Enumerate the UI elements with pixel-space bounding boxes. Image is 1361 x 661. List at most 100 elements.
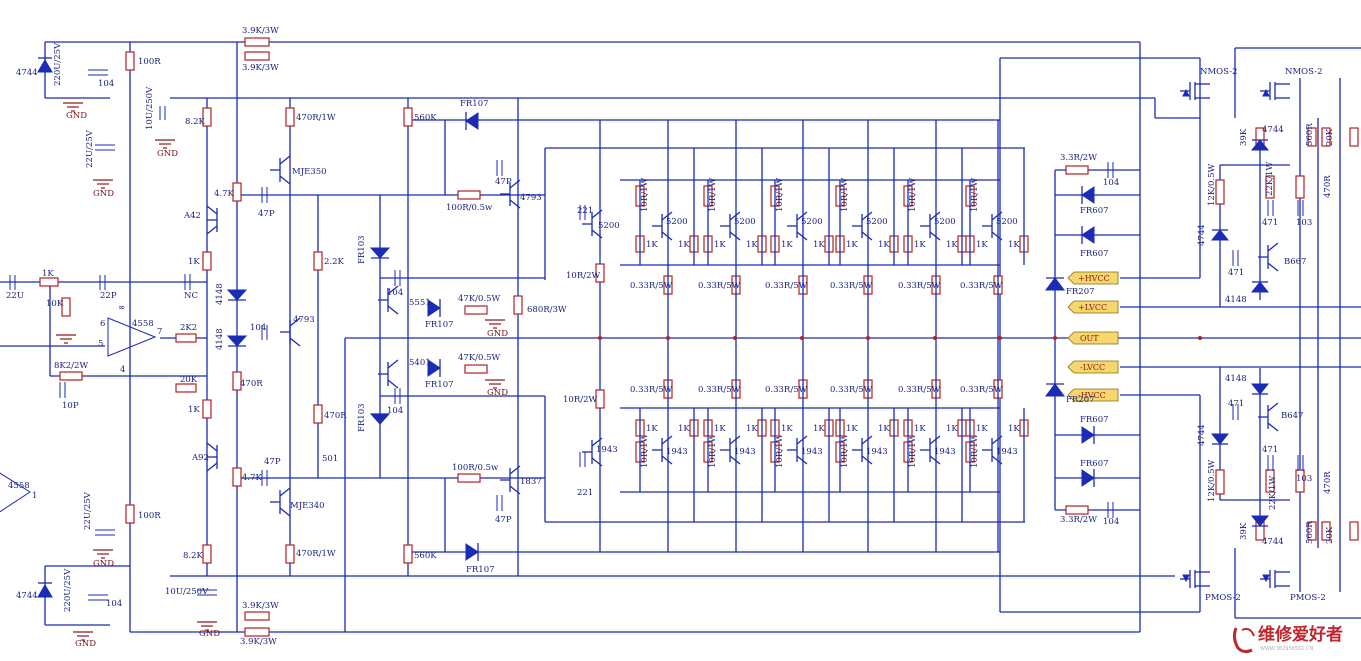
- r-1k-b-label: 1K: [1008, 240, 1020, 250]
- r-10r1w-label: 10R/1W: [840, 178, 850, 212]
- r-10r2w-top-label: 10R/2W: [566, 271, 600, 281]
- cap-10u-top-label: 10U/250V: [145, 86, 155, 130]
- r-33r-top-label: 3.3R/2W: [1060, 153, 1097, 163]
- c-10p-label: 10P: [62, 401, 79, 411]
- output-transistor-label: 1943: [801, 447, 823, 457]
- c-471-top-a-label: 471: [1262, 218, 1278, 228]
- r-82k-bot-label: 8.2K: [183, 551, 204, 561]
- r-1k-b-label: 1K: [678, 424, 690, 434]
- gnd-label-2: GND: [93, 189, 114, 199]
- opamp-infinity: ∞: [118, 303, 125, 313]
- r-470r-b-label: 470R: [324, 411, 347, 421]
- r-22k1w-top-label: 22K/1W: [1265, 162, 1275, 196]
- output-transistor-label: 5200: [996, 217, 1018, 227]
- r-emitter-label: 0.33R/5W: [898, 281, 941, 291]
- r-1k-a-label: 1K: [976, 240, 988, 250]
- r-emitter-label: 0.33R/5W: [898, 385, 941, 395]
- r-560r-top-label: 560R: [1305, 123, 1315, 146]
- watermark-logo: 维修爱好者 WWW.362956561.CN: [1232, 624, 1343, 654]
- r-1k-a-label: 1K: [714, 424, 726, 434]
- opamp-2-pin: 1: [32, 491, 37, 501]
- r-470r-bot-label: 470R: [1323, 471, 1333, 494]
- pot-501-label: 501: [322, 454, 338, 464]
- r-emitter-label: 0.33R/5W: [630, 385, 673, 395]
- opamps: [0, 317, 157, 513]
- r-1k-a-label: 1K: [646, 240, 658, 250]
- r-47k-top-label: 4.7K: [214, 189, 235, 199]
- cap-22u-top-label: 22U/25V: [85, 129, 95, 168]
- q-a42-label: A42: [183, 211, 201, 221]
- mosfets: [1180, 82, 1290, 588]
- cap-220u-bot-label: 220U/25V: [63, 568, 73, 612]
- r-2k2-label: 2K2: [180, 323, 197, 333]
- r-47k-a-label: 47K/0.5W: [458, 294, 501, 304]
- pmos-b-label: PMOS-2: [1290, 593, 1326, 603]
- q-5401-label: 5401: [409, 358, 431, 368]
- zener-4744-bot-b-label: 4744: [1197, 424, 1207, 446]
- zener-bot-label: 4744: [16, 591, 38, 601]
- c-47p-top-label: 47P: [258, 209, 275, 219]
- r-39k-top-a-label: 3.9K/3W: [242, 26, 279, 36]
- output-transistor-label: 5200: [866, 217, 888, 227]
- r-39k-top-b-label: 3.9K/3W: [242, 63, 279, 73]
- c-103-top-label: 103: [1296, 218, 1312, 228]
- nmos-b-label: NMOS-2: [1285, 67, 1323, 77]
- q-a92-label: A92: [191, 453, 209, 463]
- c-104-rs-bot-label: 104: [1103, 517, 1119, 527]
- r-100r-top-label: 100R: [138, 57, 161, 67]
- d-4148-b-label: 4148: [215, 328, 225, 350]
- d-fr607-b-label: FR607: [1080, 249, 1109, 259]
- watermark-sub: WWW.362956561.CN: [1260, 646, 1314, 652]
- c-47p-drv-bot-label: 47P: [495, 515, 512, 525]
- cap-104-bot-label: 104: [106, 599, 122, 609]
- r-10r1w-label: 10R/1W: [970, 434, 980, 468]
- r-470r-a-label: 470R: [240, 379, 263, 389]
- q-5551-label: 5551: [409, 298, 431, 308]
- r-emitter-label: 0.33R/5W: [630, 281, 673, 291]
- r-470r1w-bot-label: 470R/1W: [296, 549, 336, 559]
- capacitors: [9, 69, 1304, 601]
- cap-104-top-label: 104: [98, 79, 114, 89]
- opamp-label: 4558: [132, 319, 154, 329]
- r-1k-a-label: 1K: [914, 240, 926, 250]
- c-104-drv-a-label: 104: [387, 288, 403, 298]
- d-fr107-b-label: FR107: [425, 380, 454, 390]
- r-10r1w-label: 10R/1W: [908, 434, 918, 468]
- gnd-label-8: GND: [487, 388, 508, 398]
- opamp-pin-out: 7: [157, 327, 162, 337]
- r-560k-bot-label: 560K: [414, 551, 437, 561]
- cap-22u-bot-label: 22U/25V: [83, 491, 93, 530]
- r-emitter-label: 0.33R/5W: [765, 281, 808, 291]
- c-221-top-label: 221: [577, 206, 593, 216]
- zener-4744-top-b-label: 4744: [1197, 224, 1207, 246]
- rail-tag-lvcc-pos: +LVCC: [1078, 303, 1107, 312]
- rail-tag-hvcc-neg: -HVCC: [1078, 391, 1106, 400]
- r-1k-b-label: 1K: [746, 424, 758, 434]
- d-fr607-c-label: FR607: [1080, 415, 1109, 425]
- output-transistor-label: 1943: [866, 447, 888, 457]
- d-fr207-top-label: FR207: [1066, 287, 1095, 297]
- d-fr107-a-label: FR107: [425, 320, 454, 330]
- d-fr607-a-label: FR607: [1080, 206, 1109, 216]
- c-221-bot-label: 221: [577, 488, 593, 498]
- d-4148-top-label: 4148: [1225, 295, 1247, 305]
- r-emitter-label: 0.33R/5W: [698, 281, 741, 291]
- r-1k-b-label: 1K: [946, 424, 958, 434]
- r-20k-label: 20K: [180, 375, 198, 385]
- r-emitter-label: 0.33R/5W: [960, 281, 1003, 291]
- output-transistor-label: 5200: [666, 217, 688, 227]
- q-mje340-label: MJE340: [290, 501, 325, 511]
- d-fr107-bot-label: FR107: [466, 565, 495, 575]
- watermark-text: 维修爱好者: [1258, 624, 1343, 645]
- main-wires: [0, 41, 1361, 633]
- r-10r1w-label: 10R/1W: [970, 178, 980, 212]
- r-82k-top-label: 8.2K: [185, 117, 206, 127]
- q-1837-label: 1837: [520, 477, 542, 487]
- r-10r1w-label: 10R/1W: [640, 178, 650, 212]
- d-4148-bot-label: 4148: [1225, 374, 1247, 384]
